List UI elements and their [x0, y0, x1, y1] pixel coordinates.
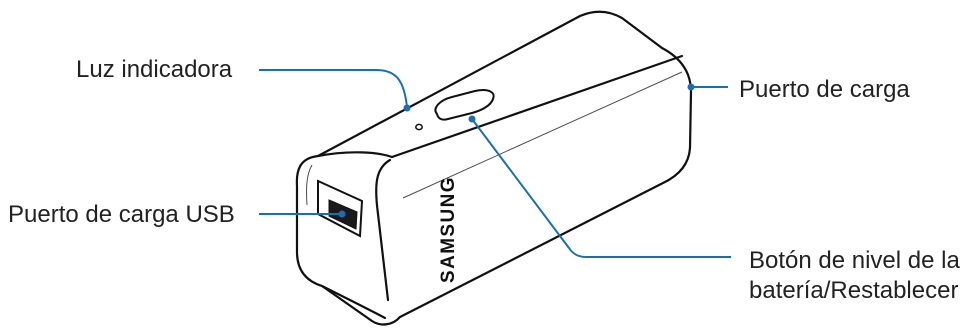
dot-charging-port [687, 83, 695, 91]
label-battery-button-line2: batería/Restablecer [749, 277, 959, 304]
label-usb-charging-port: Puerto de carga USB [8, 201, 235, 228]
indicator-light [415, 123, 423, 131]
callout-lines [259, 69, 731, 258]
dot-usb-port [338, 210, 346, 218]
callout-battery-button [471, 118, 731, 258]
battery-level-button [434, 89, 495, 121]
label-battery-button: Botón de nivel de la batería/Restablecer [749, 246, 960, 306]
dot-battery-button [468, 115, 476, 123]
brand-logo: SAMSUNG [438, 176, 459, 283]
power-bank-body [295, 10, 693, 326]
label-charging-port: Puerto de carga [739, 76, 910, 103]
callout-indicator-light [259, 69, 408, 108]
body-highlight-lines [306, 71, 683, 206]
dot-indicator-light [403, 104, 411, 112]
callout-dots [338, 83, 695, 218]
label-battery-button-line1: Botón de nivel de la [749, 247, 960, 274]
usb-port [317, 179, 364, 238]
label-indicator-light: Luz indicadora [76, 56, 233, 83]
